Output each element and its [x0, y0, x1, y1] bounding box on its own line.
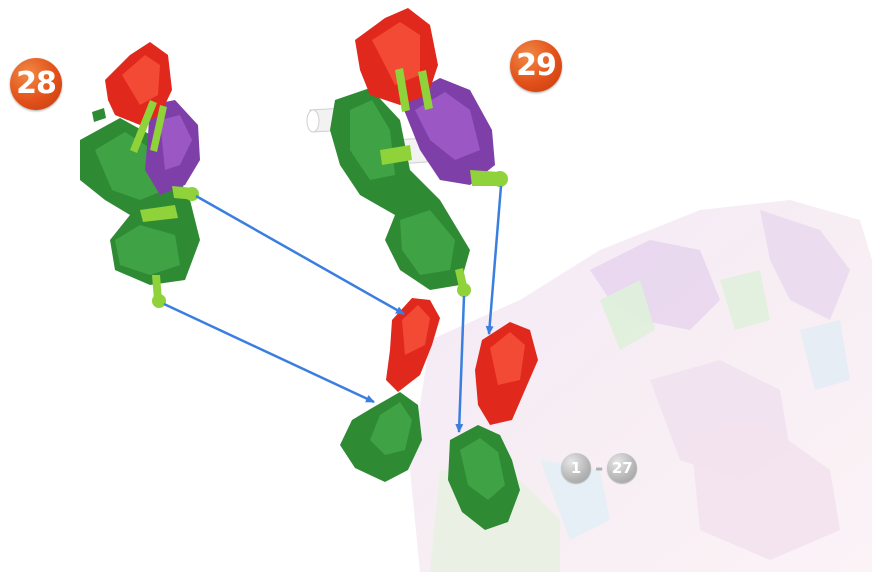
assembly-arrow-icon [195, 194, 405, 316]
reference-from-badge: 1 [561, 453, 591, 483]
green-part-left [340, 392, 422, 482]
step-29-assembly [306, 8, 508, 297]
step-28-badge-icon: 28 [10, 58, 62, 110]
step-28-assembly [80, 42, 200, 308]
assembly-arrow-icon [163, 302, 375, 404]
reference-to-badge: 27 [607, 453, 638, 483]
assembly-arrow-icon [455, 295, 466, 433]
step-reference: 1 - 27 [561, 452, 638, 484]
step-29-badge-icon: 29 [510, 40, 562, 92]
reference-from: 1 [570, 459, 582, 477]
red-part-left [386, 298, 440, 392]
red-part-right [475, 322, 538, 425]
assembly-arrows [163, 185, 503, 433]
green-part-right [448, 425, 520, 530]
assembly-arrow-icon [485, 185, 503, 335]
reference-separator: - [595, 456, 604, 480]
reference-to: 27 [611, 459, 633, 477]
step-number: 28 [16, 66, 57, 101]
step-number: 29 [516, 48, 557, 83]
